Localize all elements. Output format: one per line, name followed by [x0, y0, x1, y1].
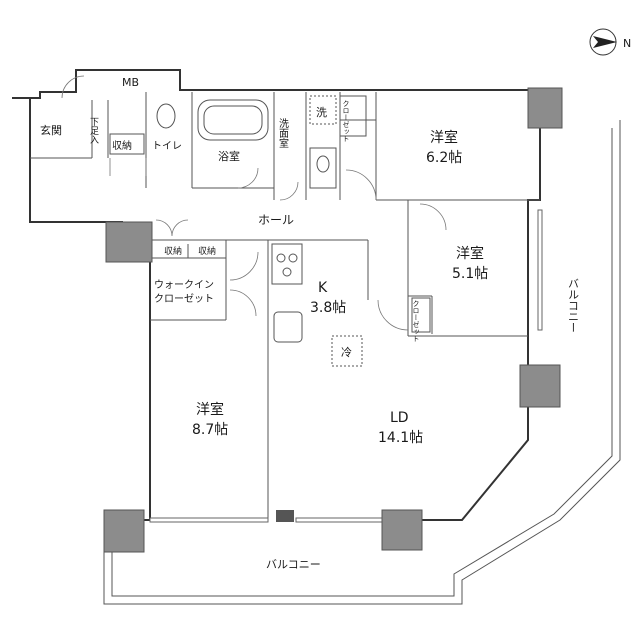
- label-closet-2: クローゼット: [412, 300, 420, 342]
- label-ld-name: LD: [390, 410, 409, 426]
- label-storage-entry: 収納: [112, 139, 132, 152]
- label-hall: ホール: [258, 213, 294, 227]
- label-western-1-name: 洋室: [430, 129, 458, 146]
- label-closet-1: クローゼット: [342, 100, 350, 142]
- label-toilet: トイレ: [152, 141, 182, 152]
- label-fridge: 冷: [341, 346, 352, 359]
- label-mb: MB: [122, 76, 139, 89]
- label-wash-mark: 洗: [316, 106, 327, 119]
- label-storage-a: 収納: [164, 245, 182, 257]
- label-balcony-east: バルコニー: [567, 278, 580, 333]
- svg-text:下足入: 下足入: [88, 117, 99, 144]
- door-swings: [61, 75, 447, 331]
- label-western-3-name: 洋室: [196, 401, 224, 418]
- label-kitchen-size: 3.8帖: [310, 300, 346, 316]
- label-western-1-size: 6.2帖: [426, 150, 462, 166]
- balcony-outline: [103, 120, 621, 605]
- interior-walls: [30, 92, 540, 520]
- columns: [103, 87, 563, 553]
- label-western-3-size: 8.7帖: [192, 422, 228, 438]
- label-walkin-2: クローゼット: [154, 293, 214, 305]
- label-shoe-box: 下足入: [88, 117, 99, 144]
- label-ld-size: 14.1帖: [378, 430, 423, 446]
- label-western-2-size: 5.1帖: [452, 266, 488, 282]
- compass-icon: N: [589, 28, 631, 56]
- label-washroom: 洗面室: [277, 118, 289, 148]
- label-storage-b: 収納: [198, 245, 216, 257]
- label-walkin-1: ウォークイン: [154, 279, 214, 291]
- label-bath: 浴室: [218, 149, 240, 163]
- label-western-2-name: 洋室: [456, 245, 484, 262]
- label-kitchen-name: K: [318, 280, 328, 296]
- room-labels: 玄関 下足入 収納 トイレ 浴室 洗面室 洗 クローゼット 洋室 6.2帖 ホー…: [40, 76, 580, 571]
- compass-label: N: [623, 37, 631, 50]
- fixtures: [109, 95, 431, 367]
- label-entrance: 玄関: [40, 123, 62, 137]
- label-balcony-south: バルコニー: [266, 558, 321, 571]
